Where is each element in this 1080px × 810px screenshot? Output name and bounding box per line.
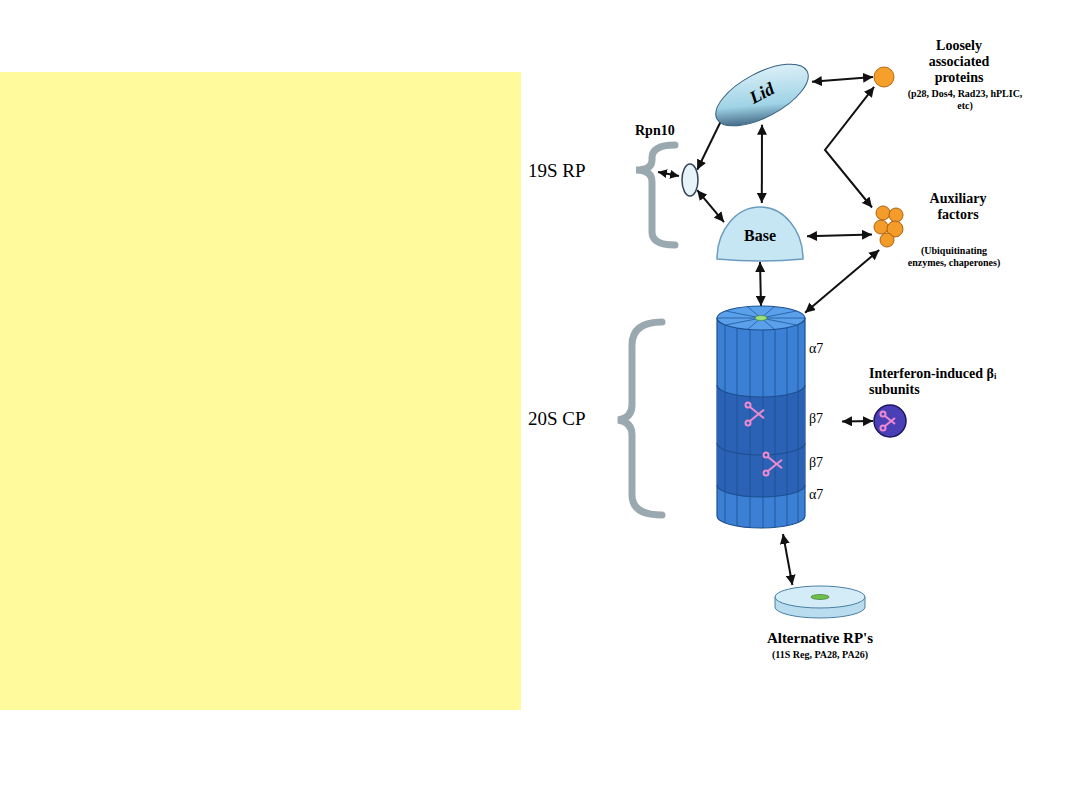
group-label: 20S CP — [528, 408, 614, 430]
protein-circle: Loosely associated proteins(p28, Dos4, R… — [873, 66, 895, 88]
ring-label: β7 — [809, 455, 839, 471]
core-cylinder-outline — [717, 306, 805, 528]
bracket — [636, 145, 675, 245]
lid-ellipse: Lid — [710, 62, 814, 128]
heading: Loosely associated proteins — [911, 38, 1007, 86]
factor-cluster-outline — [872, 203, 908, 248]
bracket-arrow — [658, 172, 679, 176]
note: (11S Reg, PA28, PA26) — [740, 649, 900, 661]
double-arrow — [760, 262, 761, 306]
heading: Alternative RP's — [740, 629, 900, 647]
double-arrow — [805, 250, 879, 313]
double-arrow — [697, 190, 724, 222]
heading: Auxiliary factors — [918, 191, 998, 223]
rpn10-ellipse: Rpn10 — [681, 163, 699, 197]
yellow-panel — [0, 72, 521, 710]
ring-label: β7 — [809, 411, 839, 427]
regulator-disk-outline — [774, 585, 866, 619]
heading: Interferon-induced βᵢ subunits — [869, 366, 1035, 398]
double-arrow — [812, 77, 873, 82]
subunit-circle-outline — [873, 404, 907, 438]
group-label: 19S RP — [528, 160, 632, 182]
note: (p28, Dos4, Rad23, hPLIC, etc) — [903, 88, 1027, 112]
double-arrow — [825, 87, 874, 208]
double-arrow — [783, 534, 792, 585]
ring-label: α7 — [809, 487, 839, 503]
double-arrow — [761, 125, 763, 203]
note: (Ubiquitinating enzymes, chaperones) — [902, 245, 1006, 269]
part-label: Rpn10 — [635, 123, 695, 139]
factor-cluster: Auxiliary factors(Ubiquitinating enzymes… — [872, 203, 908, 248]
subunit-circle: Interferon-induced βᵢ subunits — [873, 404, 907, 438]
part-label: Base — [715, 227, 805, 245]
bracket — [618, 322, 662, 515]
regulator-disk: Alternative RP's(11S Reg, PA28, PA26) — [774, 585, 866, 619]
double-arrow — [807, 235, 872, 237]
core-cylinder: α7β7β7α7 — [717, 306, 805, 528]
base-dome: Base — [715, 205, 805, 262]
protein-circle-outline — [873, 66, 895, 88]
double-arrow — [842, 420, 873, 422]
rpn10-ellipse-outline — [681, 163, 699, 197]
ring-label: α7 — [809, 341, 839, 357]
